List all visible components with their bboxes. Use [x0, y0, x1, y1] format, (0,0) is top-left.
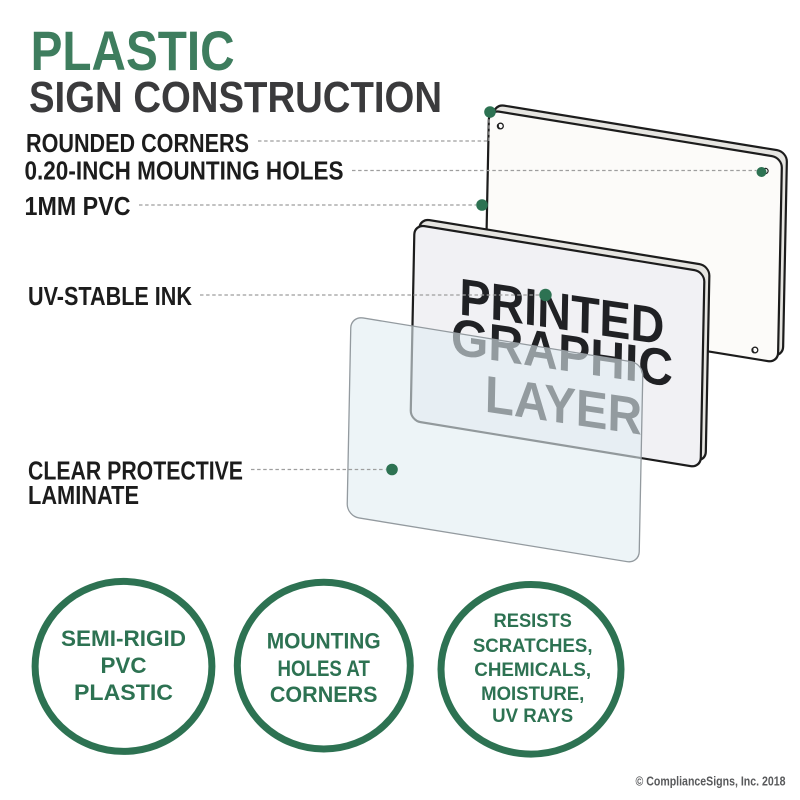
- svg-text:ROUNDED CORNERS: ROUNDED CORNERS: [26, 128, 249, 158]
- svg-text:UV RAYS: UV RAYS: [492, 705, 573, 727]
- svg-text:© ComplianceSigns, Inc. 2018: © ComplianceSigns, Inc. 2018: [636, 774, 786, 788]
- svg-text:0.20-INCH MOUNTING HOLES: 0.20-INCH MOUNTING HOLES: [25, 155, 344, 185]
- svg-text:MOUNTING: MOUNTING: [267, 629, 381, 654]
- svg-text:SEMI-RIGID: SEMI-RIGID: [61, 626, 186, 651]
- svg-text:UV-STABLE INK: UV-STABLE INK: [28, 281, 192, 311]
- svg-text:SIGN CONSTRUCTION: SIGN CONSTRUCTION: [29, 73, 442, 122]
- svg-text:RESISTS: RESISTS: [494, 610, 572, 632]
- svg-text:CLEAR PROTECTIVE: CLEAR PROTECTIVE: [28, 455, 243, 485]
- svg-text:CORNERS: CORNERS: [270, 682, 378, 707]
- svg-text:MOISTURE,: MOISTURE,: [481, 683, 584, 705]
- svg-text:HOLES AT: HOLES AT: [278, 656, 371, 681]
- svg-text:PLASTIC: PLASTIC: [74, 680, 173, 705]
- svg-text:LAMINATE: LAMINATE: [28, 480, 139, 510]
- svg-text:PVC: PVC: [101, 653, 147, 678]
- svg-text:SCRATCHES,: SCRATCHES,: [473, 635, 593, 657]
- svg-text:PLASTIC: PLASTIC: [31, 20, 235, 82]
- svg-text:CHEMICALS,: CHEMICALS,: [474, 659, 591, 681]
- svg-text:1MM PVC: 1MM PVC: [25, 191, 131, 221]
